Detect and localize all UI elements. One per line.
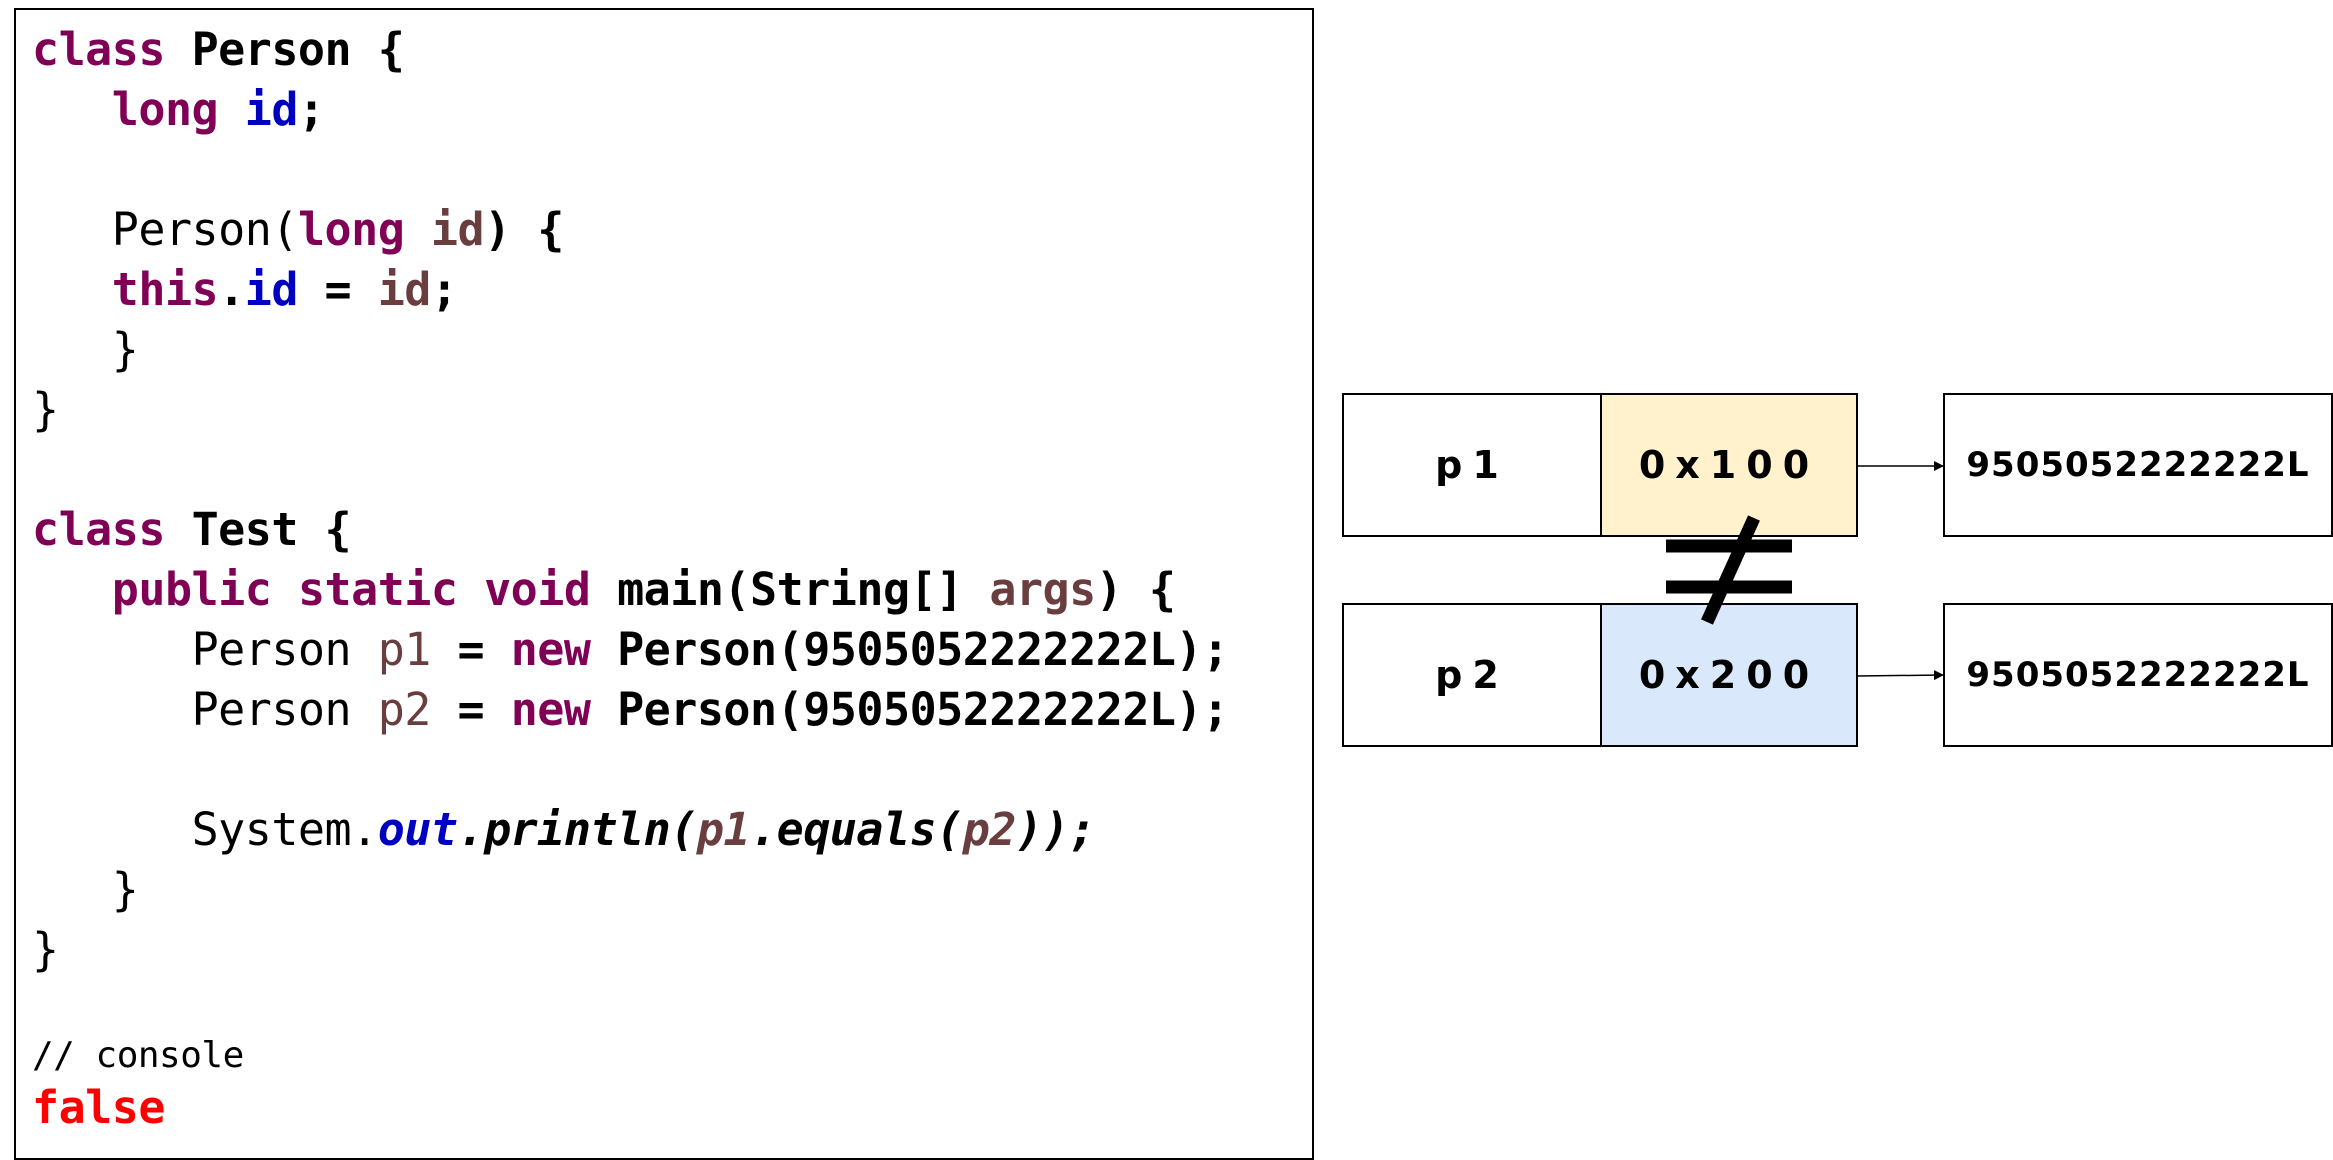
- code-line-p1-decl: Person p1 = new Person(9505052222222L);: [191, 623, 1230, 676]
- keyword-new: new: [510, 623, 591, 676]
- param-id: id: [377, 263, 432, 316]
- code-line-assignment: this.id = id;: [111, 263, 458, 316]
- code-line-close-brace: }: [111, 863, 139, 916]
- code-line-println: System.out.println(p1.equals(p2));: [191, 803, 1097, 856]
- code-line-close-brace: }: [32, 923, 59, 976]
- var-p2: p2: [962, 803, 1017, 856]
- code-line-class-person: class Person {: [32, 20, 405, 80]
- code-line-close-brace: }: [32, 383, 59, 436]
- code-line-class-test: class Test {: [32, 503, 352, 556]
- field-id: id: [244, 263, 299, 316]
- code-panel: class Person { long id; Person(long id) …: [14, 8, 1314, 1160]
- value-box-p2: 9505052222222L: [1943, 603, 2333, 747]
- address-box-p1: 0x100: [1600, 393, 1858, 537]
- keyword-new: new: [510, 683, 591, 736]
- code-line-close-brace: }: [111, 323, 139, 376]
- reference-arrow-p2: [1857, 670, 1944, 681]
- brace: {: [351, 23, 405, 76]
- code-line-field-decl: long id;: [111, 83, 325, 136]
- variable-box-p1: p1: [1342, 393, 1602, 537]
- keyword-void: void: [484, 563, 591, 616]
- class-name: Test: [191, 503, 299, 556]
- address-box-p2: 0x200: [1600, 603, 1858, 747]
- code-line-main-signature: public static void main(String[] args) {: [111, 563, 1176, 616]
- param-args: args: [989, 563, 1096, 616]
- field-out: out: [377, 803, 458, 856]
- param-id: id: [430, 203, 485, 256]
- keyword-public: public: [111, 563, 272, 616]
- keyword-static: static: [297, 563, 458, 616]
- keyword-long: long: [111, 83, 219, 136]
- not-equal-icon: [1666, 515, 1792, 625]
- var-p1: p1: [696, 803, 751, 856]
- console-output: false: [32, 1081, 165, 1134]
- keyword-class: class: [32, 23, 165, 76]
- keyword-this: this: [111, 263, 219, 316]
- var-p2: p2: [377, 683, 432, 736]
- var-p1: p1: [377, 623, 432, 676]
- code-line-constructor: Person(long id) {: [111, 203, 565, 256]
- console-comment: // console: [32, 1035, 244, 1076]
- keyword-class: class: [32, 503, 165, 556]
- class-name: Person: [191, 23, 352, 76]
- keyword-long: long: [297, 203, 405, 256]
- field-id: id: [244, 83, 299, 136]
- code-line-p2-decl: Person p2 = new Person(9505052222222L);: [191, 683, 1230, 736]
- constructor-name: Person(: [111, 203, 299, 256]
- value-box-p1: 9505052222222L: [1943, 393, 2333, 537]
